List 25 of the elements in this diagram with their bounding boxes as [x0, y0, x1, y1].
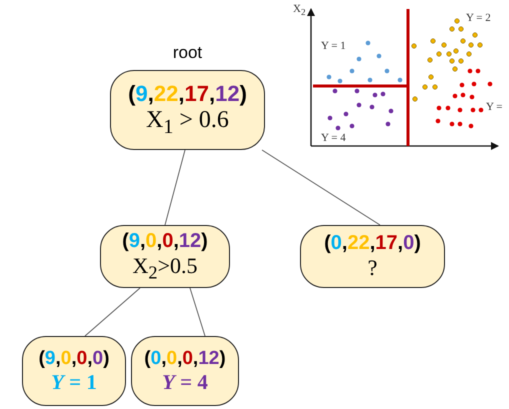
tree-node-box: [110, 70, 265, 150]
class-count-text: (0,22,17,0): [324, 232, 421, 256]
class-count-text: (9,0,0,12): [122, 230, 208, 253]
class-count-text: (9,22,17,12): [128, 81, 247, 107]
connector-line: [164, 150, 186, 226]
tree-node-box: [22, 336, 126, 406]
class-label-text: Y = 1: [51, 370, 97, 394]
tree-node-box: [300, 225, 445, 288]
class-label-text: Y = 4: [162, 370, 208, 394]
class-count-text: (0,0,0,12): [144, 348, 226, 370]
tree-node-box: [100, 225, 230, 288]
split-condition-text: X$_{1}$ > 0.6: [146, 106, 229, 139]
plot-label: Y = 2: [466, 12, 491, 24]
split-condition-text: ?: [368, 255, 378, 281]
connector-line: [262, 150, 380, 226]
connector-line: [190, 288, 206, 336]
node-caption: root: [172, 43, 204, 63]
class-count-text: (9,0,0,0): [38, 348, 110, 370]
plot-label: Y =: [486, 101, 502, 113]
connector-line: [84, 288, 140, 336]
plot-label: Y = 1: [321, 40, 346, 52]
plot-label: Y = 4: [321, 132, 346, 144]
split-condition-text: X$_{2}$>0.5: [132, 252, 198, 284]
tree-node-box: [131, 336, 239, 406]
plot-label: X$_{2}$: [293, 3, 306, 18]
